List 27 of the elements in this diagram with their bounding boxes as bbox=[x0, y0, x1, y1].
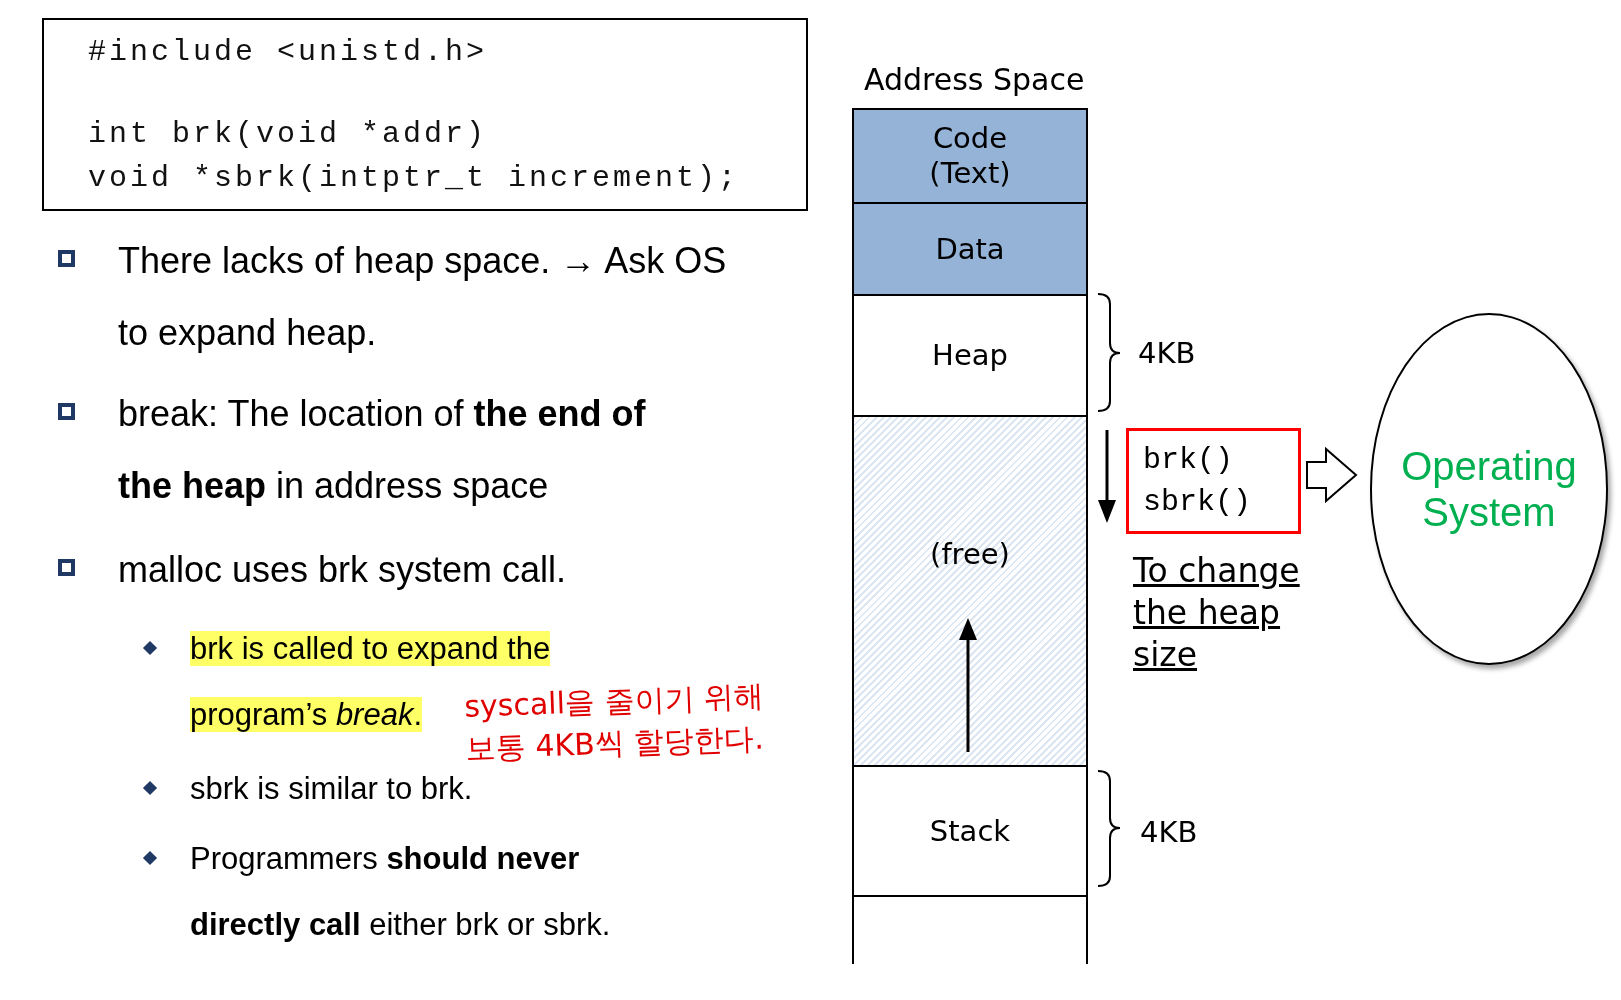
memory-segment bbox=[854, 110, 1086, 202]
code-line: void *sbrk(intptr_t increment); bbox=[88, 160, 740, 197]
function-box bbox=[1126, 428, 1301, 534]
segment-label: Stack bbox=[928, 813, 1012, 849]
function-name: sbrk() bbox=[1143, 484, 1252, 521]
memory-segment bbox=[854, 202, 1086, 294]
segment-label: Data bbox=[934, 231, 1006, 267]
size-label: 4KB bbox=[1138, 336, 1196, 370]
segment-label: Heap bbox=[931, 338, 1009, 373]
memory-segment bbox=[854, 895, 1086, 966]
code-box bbox=[42, 18, 808, 211]
bullet-text: Programmers should never directly call either brk or sbrk. bbox=[190, 840, 612, 944]
column-title: Address Space bbox=[864, 62, 1085, 97]
block-arrow bbox=[1306, 446, 1358, 504]
function-name: brk() bbox=[1143, 442, 1233, 479]
handwritten-note: syscall을 줄이기 위해 보통 4KB씩 할당한다. bbox=[463, 677, 766, 768]
bullet-text: There lacks of heap space. → Ask OS to expand heap. bbox=[118, 239, 728, 355]
size-label: 4KB bbox=[1140, 815, 1198, 849]
hatched-memory-segment bbox=[854, 415, 1086, 765]
segment-label: (free) bbox=[929, 537, 1011, 572]
ellipse-label: Operating System bbox=[1400, 443, 1578, 535]
code-line: int brk(void *addr) bbox=[88, 116, 488, 153]
node-label: To change the heap size bbox=[1133, 550, 1301, 676]
code-line: #include <unistd.h> bbox=[88, 34, 488, 71]
segment-label: Code (Text) bbox=[928, 121, 1012, 191]
bullet-text: malloc uses brk system call. bbox=[118, 548, 568, 592]
bullet-text: sbrk is similar to brk. bbox=[190, 770, 474, 808]
